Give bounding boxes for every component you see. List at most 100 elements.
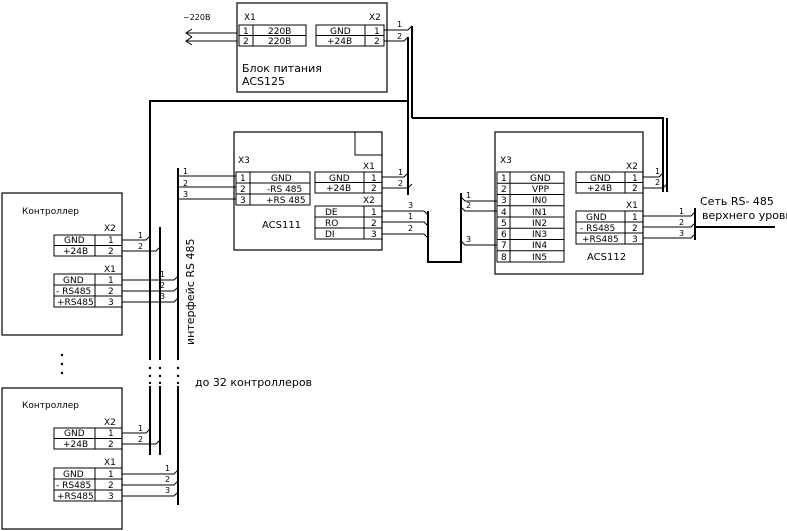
acs112-outline xyxy=(494,131,644,275)
acs111-x3-signal-2: -RS 485 xyxy=(267,185,302,195)
acs112-in-wire-2: 2 xyxy=(466,201,471,210)
psu-x2-signal-2: +24В xyxy=(327,37,352,47)
acs112-x3-signal-1: GND xyxy=(530,174,551,184)
acs112-name: ACS112 xyxy=(587,252,626,263)
controller-2-x2-title: X2 xyxy=(104,418,116,428)
psu-x2-title: X2 xyxy=(369,13,381,23)
controller-1-bus-wire-3: 3 xyxy=(160,292,165,301)
controller-2-x1-signal-1: GND xyxy=(63,470,84,480)
acs111-x2-pin-2: 2 xyxy=(371,219,377,229)
controller-2-bus-wire-2: 2 xyxy=(165,475,170,484)
acs112-x3-title: X3 xyxy=(500,156,512,166)
psu-out-wire-1: 1 xyxy=(397,20,402,29)
controller-1-pwr-wire-2: 2 xyxy=(138,242,143,251)
psu-x2-signal-1: GND xyxy=(330,27,351,37)
rs485-bus-label: интерфейс RS 485 xyxy=(184,239,197,345)
controller-1-x1-pin-3: 3 xyxy=(108,298,114,308)
power-buses xyxy=(60,26,664,505)
acs112-pwr-wire-1: 1 xyxy=(655,167,660,176)
acs111-x3-pin-3: 3 xyxy=(240,196,246,206)
acs111-x2-pin-1: 1 xyxy=(371,208,377,218)
controller-2-x2-signal-2: +24В xyxy=(63,440,88,450)
controller-1-x2-pin-1: 1 xyxy=(108,236,114,246)
controller-2-bus-wire-1: 1 xyxy=(165,464,170,473)
psu-outline xyxy=(236,2,388,93)
controller-1: Контроллер X2 GND +24В 1 2 X1 GND - RS48… xyxy=(1,192,179,336)
acs111-x2-signal-3: DI xyxy=(325,230,335,240)
controller-2-pwr-wire-1: 1 xyxy=(138,424,143,433)
controller-1-x1-signal-2: - RS485 xyxy=(56,287,91,297)
acs112-x3-pin-1: 1 xyxy=(501,174,507,184)
acs111-x3-title: X3 xyxy=(238,156,250,166)
acs112-x3-pin-7: 7 xyxy=(501,241,507,251)
controller-1-bus-wire-2: 2 xyxy=(160,281,165,290)
controller-2-bus-wire-3: 3 xyxy=(165,486,170,495)
acs111-x3-pin-1: 1 xyxy=(240,174,246,184)
controller-2-x1-signal-3: +RS485 xyxy=(57,492,94,502)
acs112-x3-signal-8: IN5 xyxy=(532,253,547,263)
controller-2-pwr-wire-2: 2 xyxy=(138,435,143,444)
acs111-x1-pin-1: 1 xyxy=(371,174,377,184)
controller-2-x1-signal-2: - RS485 xyxy=(56,481,91,491)
psu-name-line1: Блок питания xyxy=(242,62,322,75)
acs112-pwr-wire-2: 2 xyxy=(655,178,660,187)
controller-2-x1-title: X1 xyxy=(104,458,116,468)
controller-1-x1-pin-2: 2 xyxy=(108,287,114,297)
acs111-in-wire-2: 2 xyxy=(183,179,188,188)
acs111-out-wire-1: 3 xyxy=(408,201,413,210)
acs112-x2-signal-1: GND xyxy=(590,174,611,184)
acs112-x3-signal-7: IN4 xyxy=(532,241,547,251)
acs111-x1-signal-1: GND xyxy=(329,174,350,184)
acs111-name: ACS111 xyxy=(262,220,301,231)
acs111-x2-title: X2 xyxy=(363,196,375,206)
acs111-outline xyxy=(233,131,383,251)
network-label-line1: Сеть RS- 485 xyxy=(700,195,774,208)
controller-1-x1-signal-3: +RS485 xyxy=(57,298,94,308)
controller-1-x1-signal-1: GND xyxy=(63,276,84,286)
controller-2-x1-pin-1: 1 xyxy=(108,470,114,480)
acs112-x2-title: X2 xyxy=(626,162,638,172)
acs111-x3-signal-3: +RS 485 xyxy=(266,196,306,206)
controller-2-x2-signal-1: GND xyxy=(64,429,85,439)
controller-1-x2-pin-2: 2 xyxy=(108,247,114,257)
acs112-x1-signal-2: - RS485 xyxy=(580,224,615,234)
acs112-x1-pin-3: 3 xyxy=(632,235,638,245)
module-acs112: X3 1 2 3 4 5 6 7 8 GND VPP IN0 IN1 IN2 I… xyxy=(460,118,775,275)
controller-1-x2-title: X2 xyxy=(104,224,116,234)
psu-x2-pin-1: 1 xyxy=(374,27,380,37)
controller-1-x2-signal-2: +24В xyxy=(63,247,88,257)
controller-2-x2-pin-2: 2 xyxy=(108,440,114,450)
controller-2-title: Контроллер xyxy=(22,401,79,411)
acs112-in-wire-1: 1 xyxy=(466,191,471,200)
psu-x1-signal-2: 220В xyxy=(268,37,291,47)
acs112-x2-pin-1: 1 xyxy=(632,174,638,184)
acs112-x3-signal-5: IN2 xyxy=(532,219,547,229)
controller-1-x1-pin-1: 1 xyxy=(108,276,114,286)
acs112-x3-pin-8: 8 xyxy=(501,253,507,263)
controller-1-x2-signal-1: GND xyxy=(64,236,85,246)
controller-2: Контроллер X2 GND +24В 1 2 X1 GND - RS48… xyxy=(1,387,179,530)
acs111-x2-pin-3: 3 xyxy=(371,230,377,240)
acs112-x1-signal-1: GND xyxy=(586,213,607,223)
acs112-x3-pin-5: 5 xyxy=(501,219,507,229)
acs112-x3-signal-2: VPP xyxy=(532,185,550,195)
acs111-x3-signal-1: GND xyxy=(271,174,292,184)
psu-x2-pin-2: 2 xyxy=(374,37,380,47)
acs112-x1-signal-3: +RS485 xyxy=(582,235,619,245)
acs111-in-wire-3: 3 xyxy=(183,190,188,199)
acs112-x2-signal-2: +24В xyxy=(587,184,612,194)
mains-label: ~220В xyxy=(183,13,210,22)
acs112-x1-title: X1 xyxy=(626,201,638,211)
acs112-x1-pin-1: 1 xyxy=(632,213,638,223)
converter-acs111: X3 1 2 3 GND -RS 485 +RS 485 X1 GND +24В… xyxy=(178,131,462,263)
acs111-x3-pin-2: 2 xyxy=(240,185,246,195)
acs112-out-wire-2: 2 xyxy=(679,218,684,227)
acs111-out-wire-2: 1 xyxy=(408,212,413,221)
acs112-x3-signal-4: IN1 xyxy=(532,208,547,218)
acs112-x3-pin-4: 4 xyxy=(501,208,507,218)
acs111-in-wire-1: 1 xyxy=(183,167,188,176)
acs111-x1-signal-2: +24В xyxy=(326,184,351,194)
network-label-line2: верхнего уровня xyxy=(702,209,787,222)
controller-1-x1-title: X1 xyxy=(104,265,116,275)
acs112-in-wire-3: 3 xyxy=(466,235,471,244)
